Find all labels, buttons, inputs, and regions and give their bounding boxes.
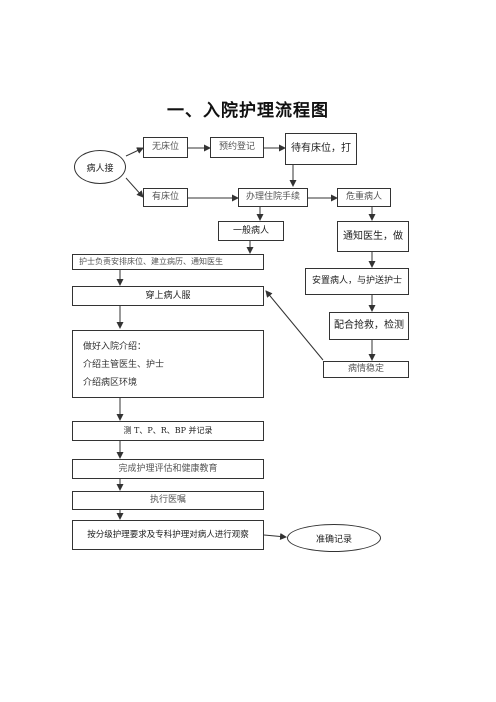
admission-procedure-box: 办理住院手续 bbox=[238, 188, 308, 207]
patient-arrival-node: 病人接 bbox=[74, 150, 126, 184]
measure-vitals-box: 测 T、P、R、BP 并记录 bbox=[72, 421, 264, 441]
wait-bed-box: 待有床位，打 bbox=[285, 133, 357, 165]
reservation-box: 预约登记 bbox=[210, 137, 264, 158]
arrow-stable-to-gown bbox=[265, 290, 324, 361]
intro-line-2: 介绍主管医生、护士 bbox=[83, 360, 165, 370]
notify-doctor-box: 通知医生，做 bbox=[337, 221, 409, 252]
nursing-assessment-box: 完成护理评估和健康教育 bbox=[72, 459, 264, 479]
nurse-arrange-box: 护士负责安排床位、建立病历、通知医生 bbox=[72, 254, 264, 270]
no-bed-box: 无床位 bbox=[143, 137, 188, 158]
execute-orders-box: 执行医嘱 bbox=[72, 491, 264, 510]
has-bed-box: 有床位 bbox=[143, 188, 188, 207]
accurate-record-node: 准确记录 bbox=[287, 524, 381, 552]
place-patient-box: 安置病人，与护送护士 bbox=[305, 268, 409, 295]
intro-line-3: 介绍病区环境 bbox=[83, 378, 138, 388]
page-title: 一、入院护理流程图 bbox=[167, 101, 329, 121]
condition-stable-box: 病情稳定 bbox=[323, 361, 409, 378]
arrow-to-has-bed bbox=[125, 177, 144, 198]
admission-intro-box: 做好入院介绍： 介绍主管医生、护士 介绍病区环境 bbox=[72, 330, 264, 398]
graded-care-box: 按分级护理要求及专科护理对病人进行观察 bbox=[72, 520, 264, 550]
critical-patient-box: 危重病人 bbox=[337, 188, 391, 207]
general-patient-box: 一般病人 bbox=[218, 221, 284, 241]
intro-line-1: 做好入院介绍： bbox=[83, 342, 147, 352]
arrow-to-record bbox=[263, 532, 287, 540]
cooperate-rescue-box: 配合抢救，检测 bbox=[329, 312, 409, 340]
wear-gown-box: 穿上病人服 bbox=[72, 286, 264, 306]
arrow-to-no-bed bbox=[125, 147, 144, 157]
